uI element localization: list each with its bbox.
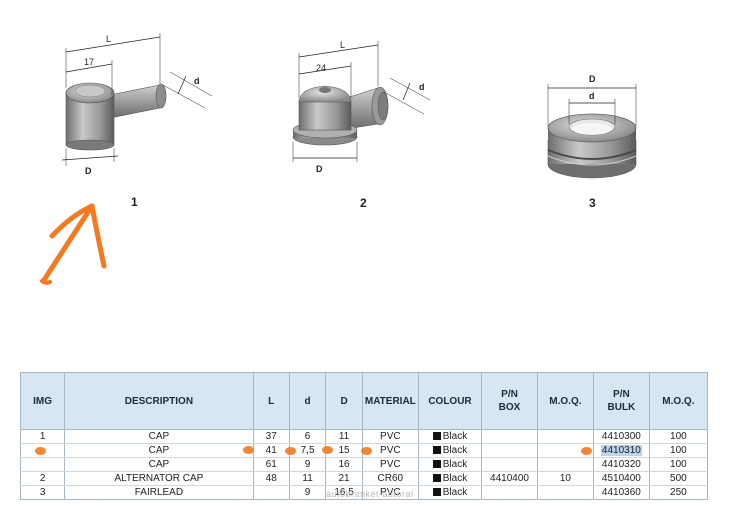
table-header-row: IMG DESCRIPTION L d D MATERIAL COLOUR P/…: [19, 372, 709, 430]
header-material: MATERIAL: [361, 372, 419, 430]
cell-description: FAIRLEAD: [64, 485, 254, 500]
cell-d-large: 16: [325, 457, 363, 472]
figure-1-dim-L: L: [106, 34, 111, 44]
cell-d-small: 6: [288, 429, 327, 444]
figure-2-dim-d: d: [419, 82, 425, 92]
cell-moq-bulk: 100: [648, 457, 709, 472]
figure-2-number: 2: [360, 196, 367, 210]
cell-d-large: 11: [325, 429, 363, 444]
cell-pn-bulk: 4410360: [593, 485, 650, 500]
cell-moq-box: [536, 429, 595, 444]
cell-moq-bulk: 100: [648, 429, 709, 444]
header-colour: COLOUR: [417, 372, 483, 430]
colour-swatch-icon: [432, 474, 441, 482]
figure-3-number: 3: [589, 196, 596, 210]
header-l: L: [252, 372, 290, 430]
cell-l: [252, 485, 290, 500]
cell-pn-box: [481, 429, 538, 444]
header-d-large: D: [325, 372, 363, 430]
cell-img: [19, 457, 66, 472]
cell-d-small: 11: [288, 471, 327, 486]
annotation-dot-icon: [243, 446, 254, 454]
selected-text: 4410310: [600, 445, 642, 456]
cell-moq-bulk: 250: [648, 485, 709, 500]
cell-colour: Black: [417, 485, 483, 500]
cell-colour: Black: [417, 443, 483, 458]
product-drawings: L 17 d D L 24 d D: [40, 33, 637, 285]
cell-pn-box: [481, 485, 538, 500]
cell-l: 48: [252, 471, 290, 486]
figure-2-dim-D: D: [316, 164, 323, 174]
cell-pn-box: 4410400: [481, 471, 538, 486]
figure-3-dim-d: d: [589, 91, 595, 101]
annotation-dot-icon: [285, 447, 296, 455]
header-d-small: d: [288, 372, 327, 430]
cell-l: 61: [252, 457, 290, 472]
cell-description: CAP: [64, 457, 254, 472]
header-img: IMG: [19, 372, 66, 430]
cell-material: PVC: [361, 429, 419, 444]
cell-description: CAP: [64, 443, 254, 458]
cell-img: 1: [19, 429, 66, 444]
figure-1-dim-17: 17: [84, 57, 94, 67]
figure-2-dim-24: 24: [316, 63, 326, 73]
figure-2-dim-L: L: [340, 40, 345, 50]
figure-1-number: 1: [131, 195, 138, 209]
cell-material: CR60: [361, 471, 419, 486]
cell-l: 41: [252, 443, 290, 458]
cell-pn-bulk: 4510400: [593, 471, 650, 486]
cell-d-small: 9: [288, 485, 327, 500]
cell-d-small: 9: [288, 457, 327, 472]
cell-pn-bulk: 4410300: [593, 429, 650, 444]
cell-description: ALTERNATOR CAP: [64, 471, 254, 486]
header-moq-box: M.O.Q.: [536, 372, 595, 430]
cell-moq-box: [536, 443, 595, 458]
colour-swatch-icon: [432, 446, 441, 454]
cell-moq-bulk: 500: [648, 471, 709, 486]
cell-d-large: 21: [325, 471, 363, 486]
cell-img: 2: [19, 471, 66, 486]
annotation-dot-icon: [581, 447, 592, 455]
figure-2-alternator-cap: L 24 d D: [292, 40, 431, 174]
cell-colour: Black: [417, 429, 483, 444]
colour-swatch-icon: [432, 460, 441, 468]
annotation-dot-icon: [35, 447, 46, 455]
watermark: autobranket-autoral: [326, 489, 414, 499]
colour-swatch-icon: [432, 432, 441, 440]
cell-pn-bulk: 4410320: [593, 457, 650, 472]
annotation-arrow-icon: [40, 203, 107, 285]
cell-pn-bulk: 4410310: [593, 443, 650, 458]
cell-l: 37: [252, 429, 290, 444]
cell-moq-box: [536, 457, 595, 472]
figure-1-cap: L 17 d D: [61, 33, 213, 176]
cell-moq-bulk: 100: [648, 443, 709, 458]
cell-moq-box: 10: [536, 471, 595, 486]
cell-colour: Black: [417, 457, 483, 472]
annotation-dot-icon: [322, 446, 333, 454]
header-moq-bulk: M.O.Q.: [648, 372, 709, 430]
figure-3-fairlead: D d: [547, 74, 637, 179]
figure-1-dim-d: d: [194, 76, 200, 86]
header-description: DESCRIPTION: [64, 372, 254, 430]
cell-img: 3: [19, 485, 66, 500]
figure-3-dim-D: D: [589, 74, 596, 84]
cell-material: PVC: [361, 457, 419, 472]
cell-moq-box: [536, 485, 595, 500]
cell-pn-box: [481, 457, 538, 472]
cell-description: CAP: [64, 429, 254, 444]
annotation-dot-icon: [361, 447, 372, 455]
product-spec-table: IMG DESCRIPTION L d D MATERIAL COLOUR P/…: [19, 372, 709, 500]
figure-1-dim-D: D: [85, 166, 92, 176]
cell-pn-box: [481, 443, 538, 458]
colour-swatch-icon: [432, 488, 441, 496]
cell-colour: Black: [417, 471, 483, 486]
